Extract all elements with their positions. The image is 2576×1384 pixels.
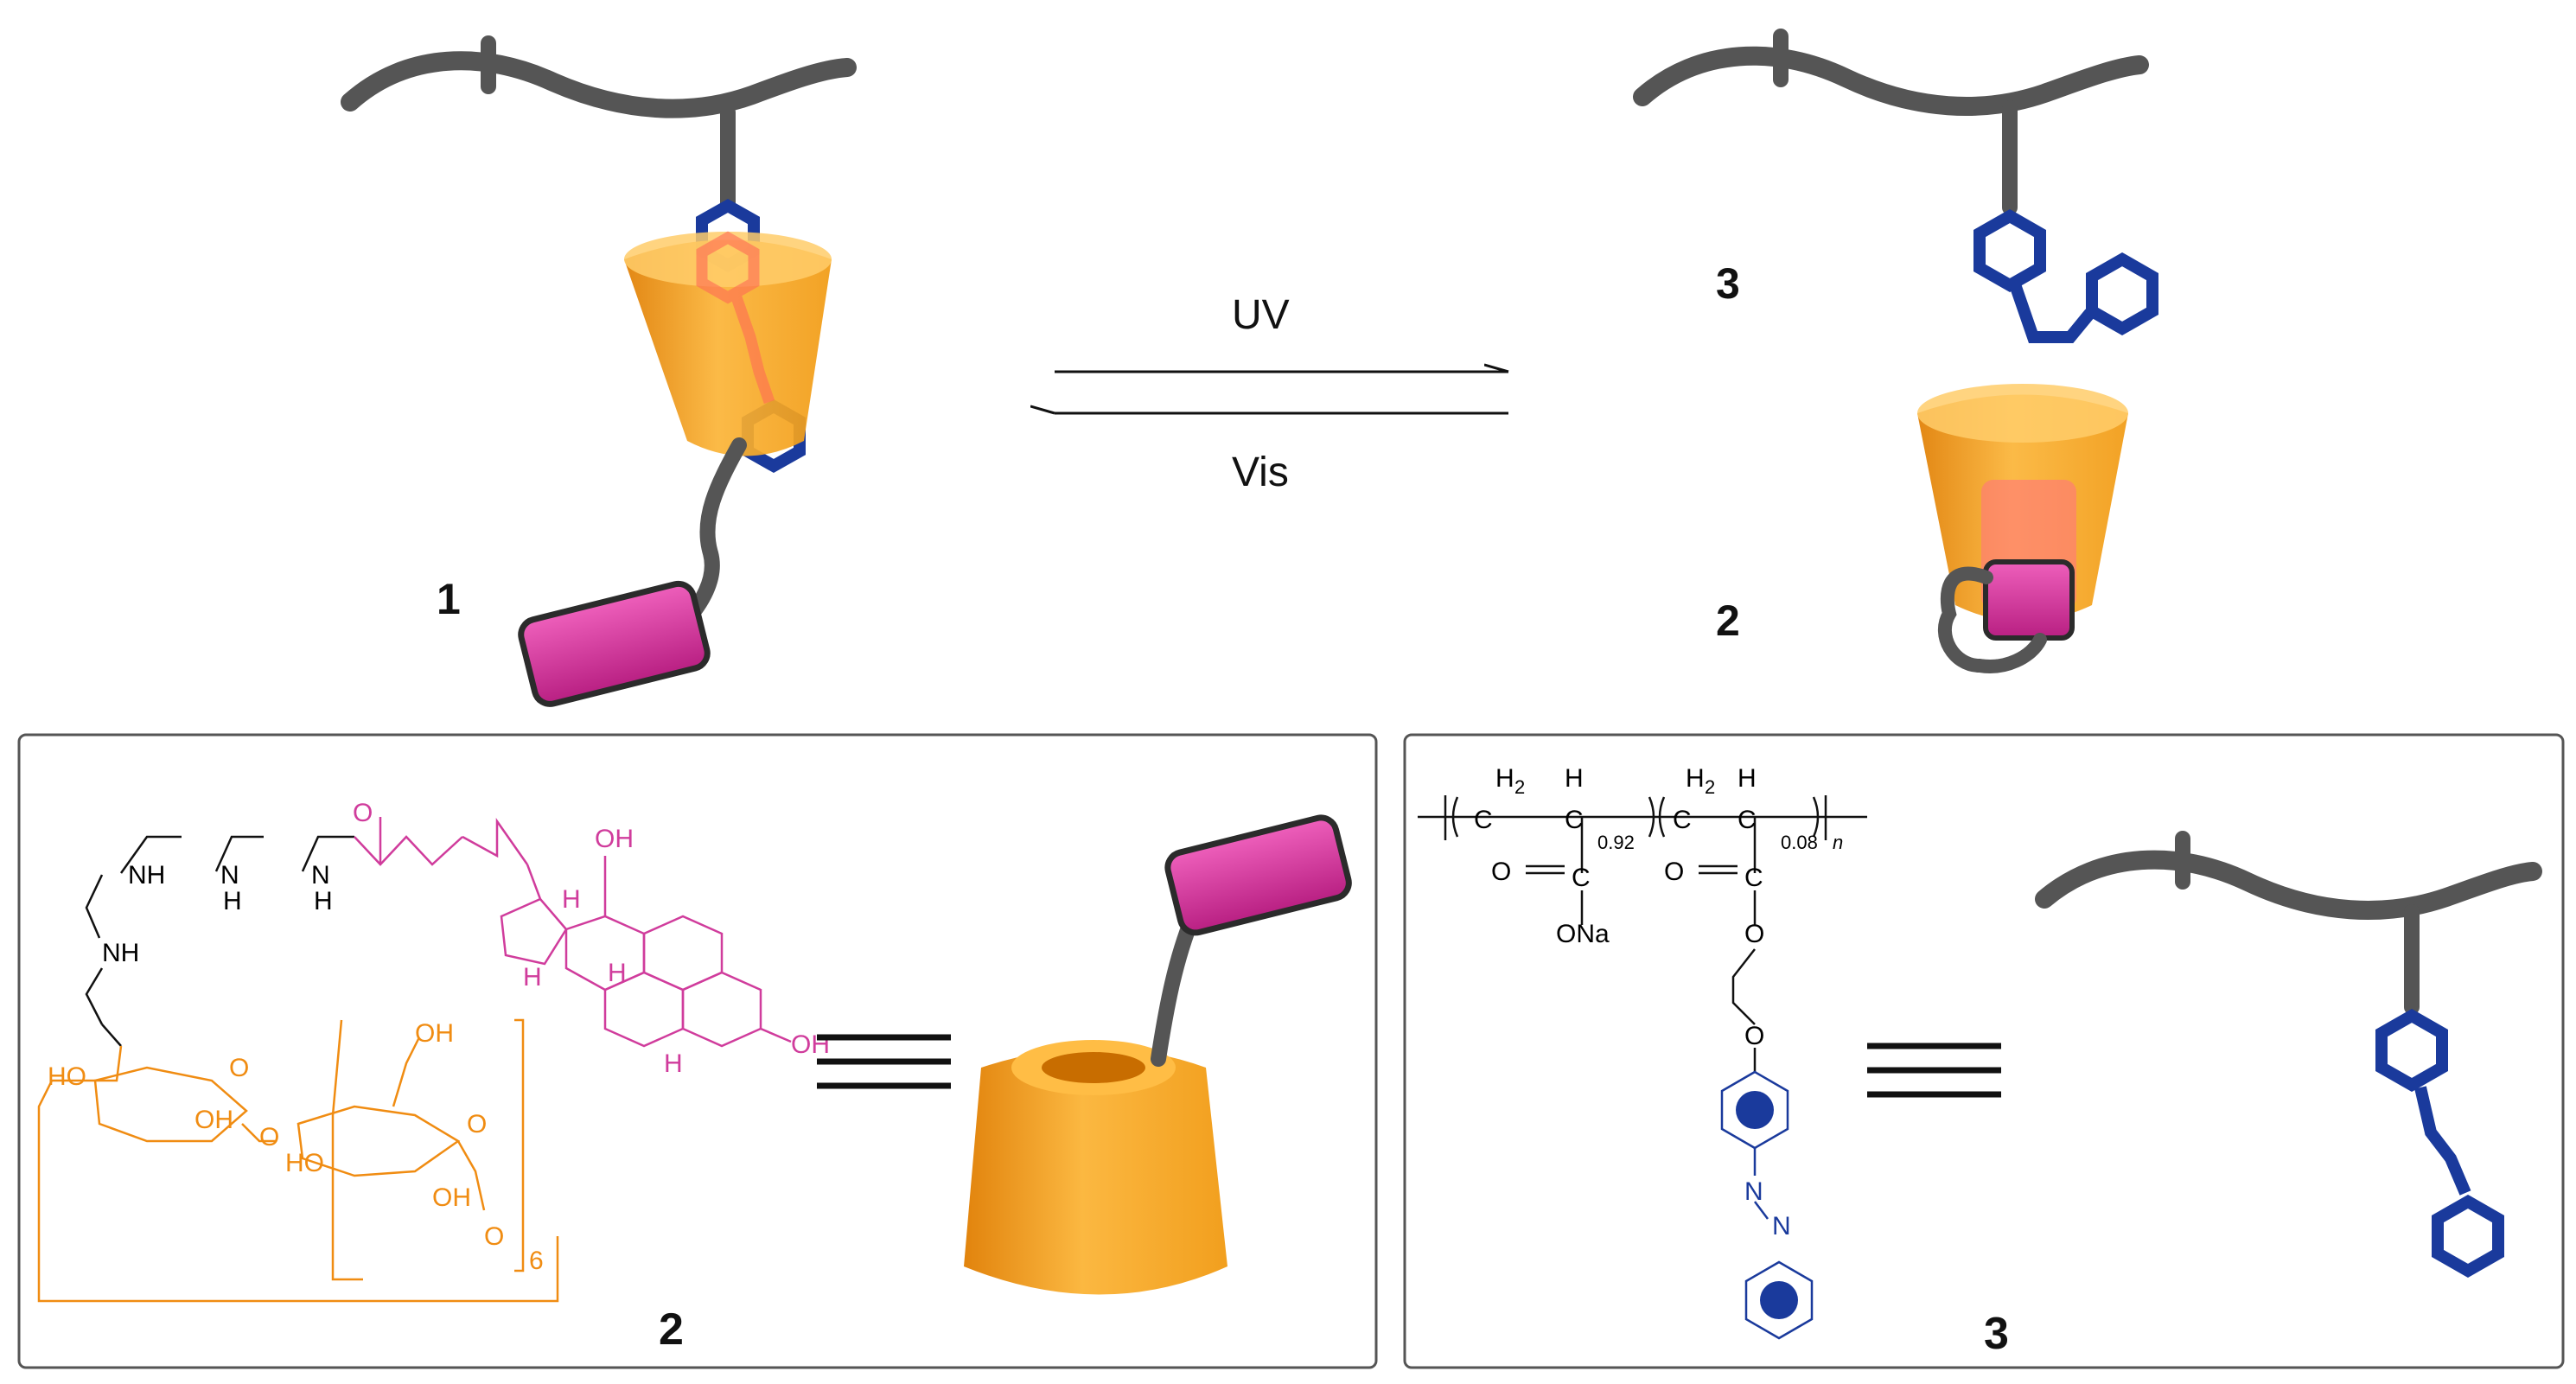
chem-repeat-6: 6: [529, 1247, 544, 1275]
polymer-backbone-right: [1633, 46, 2149, 116]
chem-h2-2-sub: 2: [1705, 776, 1715, 798]
chem-c-5: C: [1572, 864, 1591, 892]
chem-sub-092: 0.92: [1597, 832, 1635, 853]
chem-sub-008: 0.08: [1781, 832, 1818, 853]
chem-h-3: H: [523, 963, 542, 992]
chem-cd-o-1: O: [229, 1054, 249, 1082]
chem-cd-oh-5: OH: [432, 1183, 471, 1212]
chem-o-4: O: [1744, 1022, 1764, 1050]
chem-h2-2: H: [1686, 764, 1705, 793]
aromatic-ring-fill-1: [1736, 1091, 1774, 1129]
compound-2-cartoon: [964, 814, 1352, 1295]
cyclodextrin-structure: [37, 1018, 559, 1303]
chem-c-1: C: [1474, 806, 1493, 834]
complex-1: 1: [341, 35, 857, 707]
cartoon-pink-block: [1164, 814, 1352, 936]
label-compound-3-top: 3: [1716, 259, 1740, 308]
chem-n-1: N: [1744, 1177, 1763, 1206]
cartoon-backbone: [2035, 850, 2542, 920]
equilibrium-arrows: UV Vis: [1055, 292, 1508, 495]
compound-2-structure: NH N H N H NH O OH OH H H H H: [37, 799, 830, 1303]
panel-label-2: 2: [659, 1304, 684, 1355]
chem-nh-3: N: [311, 861, 330, 890]
chem-c-4: C: [1738, 806, 1757, 834]
chem-h-4: H: [664, 1049, 683, 1078]
chem-sub-n: n: [1833, 832, 1843, 853]
chem-oh-1: OH: [595, 825, 634, 853]
compound-3-structure: H 2 C H C 0.92 H 2 C H C 0.08 n O C ONa …: [1418, 764, 1867, 1340]
cholic-acid-block-right: [1983, 559, 2075, 641]
polymer-chain-structure: [1418, 795, 1867, 1072]
cartoon-cone-cavity: [1042, 1052, 1145, 1083]
compound-3-cartoon: [2035, 831, 2542, 1279]
chem-o-1: O: [1491, 858, 1511, 886]
chem-cd-o-3: O: [467, 1110, 487, 1138]
chem-h2-1-sub: 2: [1514, 776, 1525, 798]
chem-c-3: C: [1673, 806, 1692, 834]
chem-c-2: C: [1565, 806, 1584, 834]
label-compound-1: 1: [437, 575, 461, 623]
panel-label-3: 3: [1984, 1309, 2009, 1359]
cartoon-azobenzene: [2375, 1008, 2504, 1279]
azobenzene-trans: [1973, 208, 2158, 343]
panel-compound-3: [1403, 733, 2565, 1369]
chem-nh-2h: H: [223, 887, 242, 915]
chem-cd-ho-4: HO: [285, 1149, 324, 1177]
label-compound-2-top: 2: [1716, 596, 1740, 645]
panel-compound-2: [17, 733, 1378, 1369]
cholic-acid-block: [518, 580, 711, 707]
chem-h2-1: H: [1495, 764, 1514, 793]
chem-o-3: O: [1744, 920, 1764, 948]
chem-cd-oh-2: OH: [194, 1106, 233, 1134]
cartoon-cone: [964, 1048, 1227, 1295]
chem-n-2: N: [1772, 1212, 1791, 1240]
cholic-acid-skeleton: [354, 817, 792, 1048]
tether-loop: [1938, 566, 2047, 673]
chem-cd-oh-3: OH: [415, 1019, 454, 1048]
chem-cd-ho-1: HO: [48, 1062, 86, 1091]
amine-linker: [85, 835, 354, 1047]
cyclodextrin-rim-right: [1917, 384, 2128, 443]
arrow-label-vis: Vis: [1232, 450, 1289, 495]
azobenzene-structure: [1720, 1070, 1814, 1340]
cyclodextrin-rim: [624, 232, 832, 287]
chem-cd-o-4: O: [484, 1222, 504, 1251]
chem-nh-3h: H: [314, 887, 333, 915]
chem-h-2: H: [1738, 764, 1757, 793]
chem-h-2: H: [608, 959, 627, 987]
chem-c-6: C: [1744, 864, 1763, 892]
chem-h-1: H: [1565, 764, 1584, 793]
tether: [677, 437, 747, 630]
chem-nh-4: NH: [102, 939, 139, 967]
chem-ona: ONa: [1556, 920, 1610, 948]
separated-components: 3 2: [1633, 29, 2158, 673]
arrow-label-uv: UV: [1232, 292, 1290, 338]
chem-h-1: H: [562, 885, 581, 914]
equivalence-sign-right: [1867, 1043, 2001, 1098]
chem-nh-1: NH: [128, 861, 165, 890]
chem-cd-o-2: O: [259, 1123, 279, 1151]
polymer-backbone: [341, 51, 857, 118]
chem-o-2: O: [1664, 858, 1684, 886]
cartoon-tether: [1151, 909, 1201, 1067]
cyclodextrin-cone: [624, 239, 832, 456]
aromatic-ring-fill-2: [1760, 1281, 1798, 1319]
equivalence-sign-left: [817, 1034, 951, 1089]
chem-nh-2: N: [220, 861, 239, 890]
chem-amide-o: O: [353, 799, 373, 827]
